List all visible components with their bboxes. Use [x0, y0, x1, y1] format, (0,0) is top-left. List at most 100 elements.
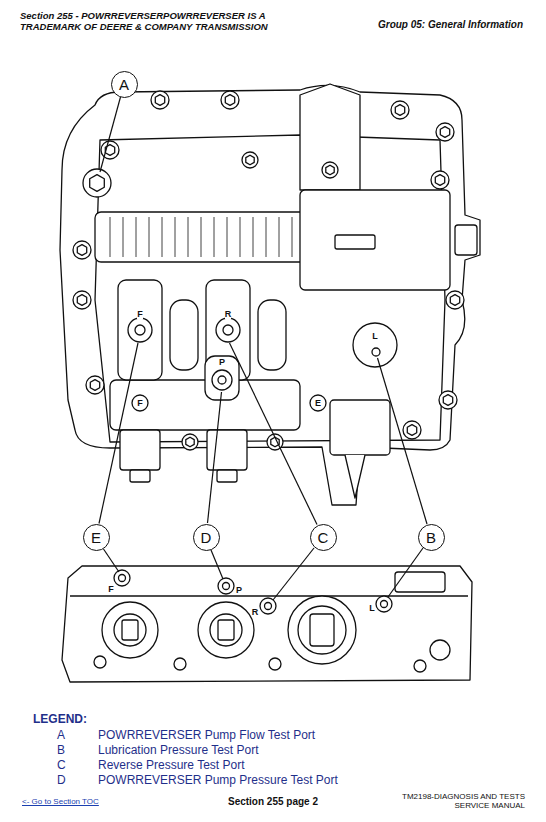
valve-housing-side-view-part: [381, 601, 388, 608]
valve-housing-side-view-part: [210, 614, 242, 646]
valve-housing-side-view-part: [260, 598, 276, 614]
valve-housing-top-view-part: [300, 190, 450, 290]
valve-ridges-part: [175, 217, 176, 257]
port-letter: R: [252, 607, 259, 617]
housing-bolts-part: [446, 291, 464, 309]
valve-ridges-part: [110, 217, 111, 257]
valve-ridges-part: [292, 217, 293, 257]
callout-letter: A: [119, 77, 129, 92]
leader-lines-part: [211, 550, 223, 579]
valve-housing-top-view: [60, 84, 480, 505]
valve-housing-side-view-part: [414, 660, 426, 672]
legend-key: D: [57, 774, 66, 788]
valve-housing-side-view-part: [265, 603, 272, 610]
valve-housing-top-view-part: [217, 470, 237, 482]
valve-housing-top-view-part: [170, 300, 198, 370]
page-number: Section 255 page 2: [228, 796, 318, 808]
valve-housing-side-view-part: [298, 606, 346, 654]
valve-housing-top-view-part: [258, 300, 286, 370]
housing-bolts-part: [403, 421, 421, 439]
housing-bolts-part: [407, 425, 416, 436]
valve-housing-side-view-part: [122, 620, 138, 640]
port-letter: F: [137, 309, 143, 319]
legend-key: A: [57, 729, 65, 743]
housing-bolts-part: [242, 152, 258, 168]
valve-ridges-part: [240, 217, 241, 257]
valve-ridges: [110, 217, 318, 257]
housing-bolts-part: [450, 295, 459, 306]
cast-mark: F: [137, 398, 143, 408]
valve-ridges-part: [253, 217, 254, 257]
leader-lines-part: [104, 549, 120, 572]
legend-key: C: [57, 759, 66, 773]
valve-housing-top-view-part: [353, 323, 397, 367]
housing-bolts-part: [221, 91, 239, 109]
housing-bolts-part: [443, 395, 452, 406]
legend-entry: POWRREVERSER Pump Pressure Test Port: [98, 774, 338, 788]
valve-ridges-part: [136, 217, 137, 257]
leader-lines-part: [230, 343, 318, 525]
section-header: Section 255 - POWRREVERSERPOWRREVERSER I…: [20, 11, 290, 33]
callout-letter: B: [426, 530, 436, 545]
housing-bolts-part: [155, 95, 164, 106]
valve-housing-side-view-part: [376, 596, 392, 612]
valve-ridges-part: [123, 217, 124, 257]
cast-mark: E: [315, 398, 321, 408]
housing-bolts-part: [186, 437, 194, 447]
housing-bolts-part: [182, 434, 198, 450]
legend-entry: Reverse Pressure Test Port: [98, 759, 245, 773]
leader-lines-part: [378, 358, 428, 524]
legend-heading: LEGEND:: [33, 713, 87, 727]
valve-housing-top-view-part: [372, 348, 380, 356]
housing-bolts-part: [322, 162, 338, 178]
valve-ridges-part: [279, 217, 280, 257]
valve-housing-top-view-part: [205, 356, 239, 400]
callout-letter: D: [201, 530, 212, 545]
housing-bolts-part: [73, 241, 91, 259]
housing-bolts-part: [77, 245, 86, 256]
valve-housing-top-view-part: [128, 318, 152, 342]
valve-housing-top-view-part: [212, 370, 232, 390]
housing-bolts-part: [86, 376, 104, 394]
valve-housing-side-view-part: [70, 595, 468, 596]
valve-housing-side-view-part: [218, 578, 234, 594]
housing-bolts-part: [90, 175, 105, 192]
callout-circle: B: [418, 524, 445, 551]
housing-bolts-part: [246, 155, 254, 165]
housing-bolts-part: [326, 165, 334, 175]
valve-housing-top-view-part: [118, 280, 162, 380]
callout-letter: E: [91, 530, 101, 545]
leader-lines-part: [99, 343, 138, 524]
valve-ridges-part: [188, 217, 189, 257]
valve-housing-side-view-part: [288, 596, 356, 664]
leader-lines-part: [208, 392, 222, 523]
valve-housing-top-view-part: [335, 235, 375, 249]
valve-housing-top-view-part: [135, 325, 145, 335]
callout-circle: A: [111, 71, 138, 98]
valve-housing-side-view-part: [174, 658, 186, 670]
valve-ridges-part: [214, 217, 215, 257]
valve-housing-top-view-part: [207, 430, 247, 470]
housing-bolts-part: [225, 95, 234, 106]
valve-housing-top-view-part: [300, 84, 360, 190]
manual-name: TM2198-DIAGNOSIS AND TESTS SERVICE MANUA…: [393, 792, 525, 810]
housing-bolts-part: [435, 175, 444, 186]
housing-bolts-part: [151, 91, 169, 109]
port-letter: L: [369, 603, 375, 613]
port-letter: P: [219, 357, 225, 367]
valve-housing-side-view-part: [310, 614, 334, 646]
leader-lines-part: [100, 97, 121, 172]
valve-ridges-part: [201, 217, 202, 257]
valve-housing-side-view-part: [269, 658, 281, 670]
port-letter: R: [225, 309, 232, 319]
valve-ridges-part: [266, 217, 267, 257]
leader-lines-part: [273, 548, 314, 600]
valve-ridges-part: [162, 217, 163, 257]
callout-circle: C: [310, 524, 337, 551]
valve-housing-side-view-part: [223, 583, 230, 590]
valve-housing-side-view-part: [94, 656, 106, 668]
valve-housing-top-view-part: [455, 225, 477, 255]
legend-entry: Lubrication Pressure Test Port: [98, 744, 259, 758]
valve-ridges-part: [227, 217, 228, 257]
